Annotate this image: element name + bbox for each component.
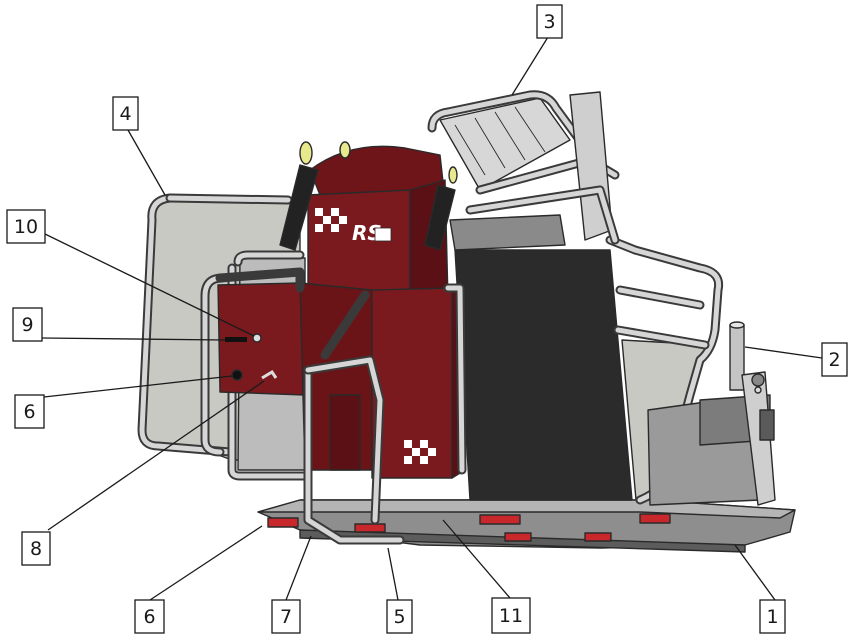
strap-right bbox=[424, 184, 456, 251]
leader-6b bbox=[149, 525, 263, 601]
checker-flag-lower bbox=[404, 440, 436, 464]
front-frame bbox=[215, 267, 467, 545]
cab-interior bbox=[449, 214, 633, 501]
callout-11: 11 bbox=[491, 597, 531, 634]
callout-4: 4 bbox=[112, 96, 139, 131]
seat-top bbox=[427, 90, 620, 245]
control-lever-8 bbox=[261, 369, 278, 380]
reflector-lower bbox=[504, 532, 532, 542]
knob-left bbox=[299, 141, 313, 165]
leader-lines bbox=[41, 36, 823, 601]
strap-left bbox=[279, 164, 319, 251]
leader-2 bbox=[744, 346, 823, 359]
callout-1: 1 bbox=[759, 599, 786, 634]
reflector-center bbox=[479, 514, 521, 525]
callout-6a-label: 6 bbox=[23, 401, 35, 423]
callout-9: 9 bbox=[12, 307, 43, 342]
reflector-left bbox=[267, 517, 299, 528]
leader-7 bbox=[285, 535, 312, 601]
callout-3: 3 bbox=[536, 4, 563, 39]
callout-6a: 6 bbox=[14, 394, 45, 429]
callout-9-label: 9 bbox=[21, 314, 33, 336]
control-button-6 bbox=[231, 369, 243, 381]
leader-4 bbox=[127, 129, 166, 196]
callout-10: 10 bbox=[6, 209, 46, 244]
callout-2-label: 2 bbox=[828, 349, 840, 371]
reflector-mid bbox=[354, 523, 386, 533]
control-handle-9 bbox=[225, 337, 247, 342]
callout-6b-label: 6 bbox=[143, 606, 155, 628]
callout-2: 2 bbox=[821, 342, 848, 377]
callout-5: 5 bbox=[386, 599, 413, 634]
callout-7-label: 7 bbox=[280, 606, 292, 628]
knob-far bbox=[448, 166, 458, 184]
leader-1 bbox=[734, 544, 776, 601]
leader-5 bbox=[387, 547, 399, 601]
callout-5-label: 5 bbox=[393, 606, 405, 628]
logo-badge bbox=[374, 227, 392, 242]
leader-6a bbox=[43, 375, 233, 398]
knob-right bbox=[339, 141, 351, 159]
callout-8: 8 bbox=[21, 531, 51, 566]
callout-1-label: 1 bbox=[766, 606, 778, 628]
leader-9 bbox=[41, 337, 226, 341]
callout-3-label: 3 bbox=[543, 11, 555, 33]
reflector-far-right bbox=[639, 513, 671, 524]
control-knob-10 bbox=[252, 333, 262, 343]
reflector-strips bbox=[267, 513, 671, 542]
leader-11 bbox=[442, 519, 511, 599]
callout-7: 7 bbox=[271, 599, 301, 634]
checker-flag bbox=[315, 208, 347, 232]
red-cab: RS bbox=[217, 141, 466, 479]
callout-4-label: 4 bbox=[119, 103, 131, 125]
callout-6b: 6 bbox=[134, 599, 165, 634]
leader-3 bbox=[511, 36, 549, 96]
leader-10 bbox=[44, 233, 255, 337]
callout-8-label: 8 bbox=[30, 538, 42, 560]
leader-8 bbox=[47, 380, 265, 531]
right-machinery bbox=[647, 321, 776, 506]
callout-10-label: 10 bbox=[14, 216, 38, 238]
callout-11-label: 11 bbox=[499, 605, 523, 627]
reflector-right bbox=[584, 532, 612, 542]
vertical-cylinder bbox=[729, 324, 745, 391]
